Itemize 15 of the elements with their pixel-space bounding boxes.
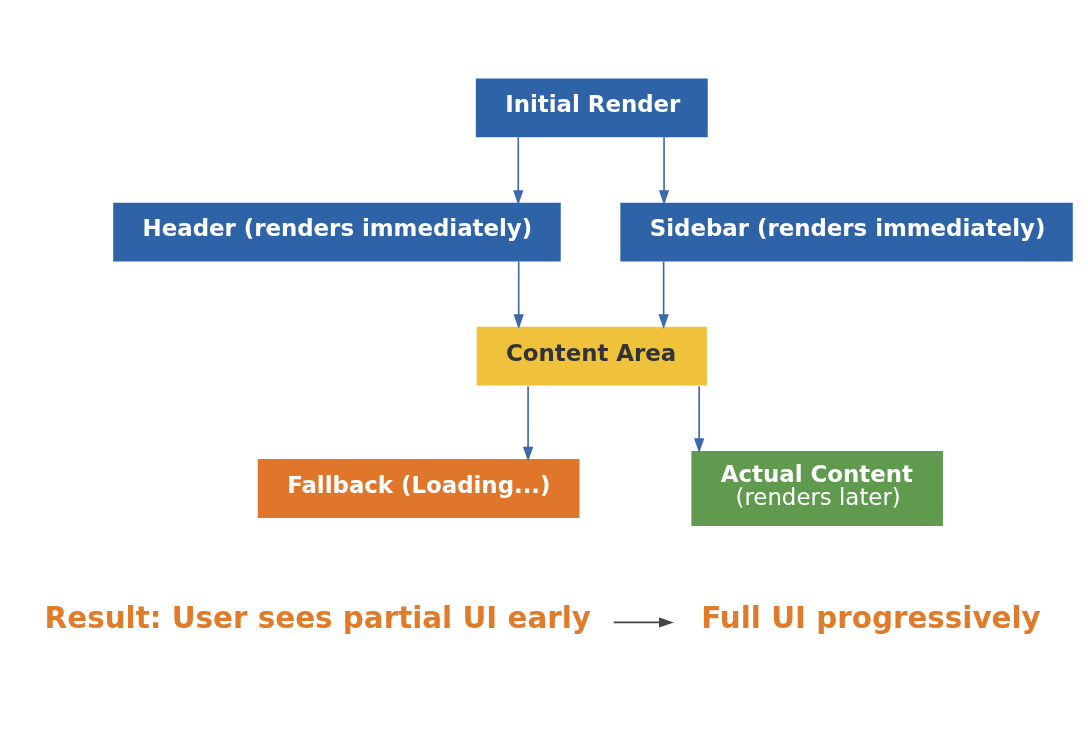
node-box: Sidebar (renders immediately) (620, 202, 1073, 261)
node-box: Content Area (476, 326, 707, 386)
node-box: Fallback (Loading...) (257, 458, 580, 518)
node-text: Full UI progressively (701, 600, 1041, 635)
arrow (694, 384, 705, 453)
arrow (522, 384, 534, 461)
arrow (513, 260, 524, 329)
node-box: Initial Render (475, 78, 708, 137)
node-box: Header (renders immediately) (113, 202, 561, 261)
arrow (658, 136, 670, 205)
arrow (658, 260, 669, 329)
node-text: Result: User sees partial UI early (44, 600, 591, 635)
node-box: Actual Content (renders later) (691, 450, 943, 526)
arrow (513, 136, 524, 205)
arrow (612, 616, 674, 628)
